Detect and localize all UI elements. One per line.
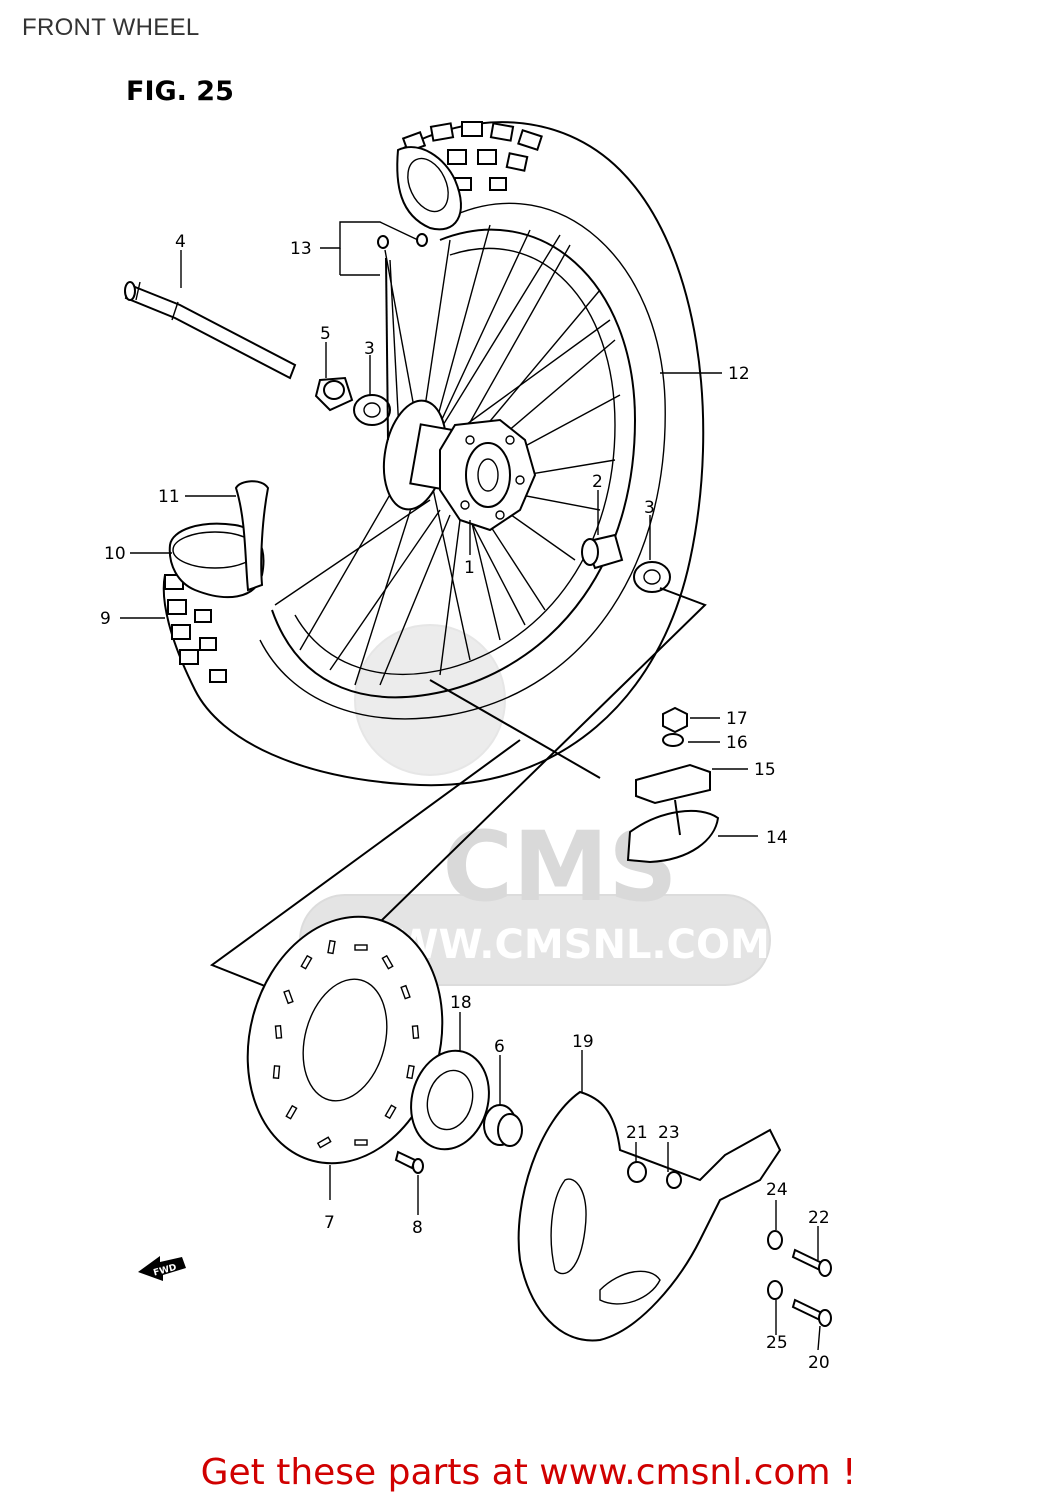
callout-4: 4 xyxy=(175,232,186,252)
callout-7: 7 xyxy=(324,1213,335,1233)
bearing-right xyxy=(633,561,671,593)
callout-10: 10 xyxy=(104,544,126,564)
washer-16 xyxy=(662,733,684,747)
callout-6: 6 xyxy=(494,1037,505,1057)
collar-23 xyxy=(666,1171,682,1189)
bearing-left-2 xyxy=(353,394,391,426)
rim-strip xyxy=(234,480,270,592)
callout-5: 5 xyxy=(320,324,331,344)
tire-section-top xyxy=(396,146,462,231)
callout-19: 19 xyxy=(572,1032,594,1052)
figure-label: FIG. 25 xyxy=(126,76,234,107)
fwd-arrow-icon: FWD xyxy=(138,1256,186,1281)
valve-stem xyxy=(429,679,601,779)
hub-collar xyxy=(483,1104,523,1147)
callout-20: 20 xyxy=(808,1353,830,1373)
tire-outline xyxy=(162,121,705,787)
tire-inner-line xyxy=(259,202,666,720)
leader-lines xyxy=(120,221,821,1351)
callout-15: 15 xyxy=(754,760,776,780)
callout-24: 24 xyxy=(766,1180,788,1200)
callout-18: 18 xyxy=(450,993,472,1013)
callouts: 1 2 3 3 4 5 6 7 8 9 10 11 12 13 14 15 16… xyxy=(100,232,830,1373)
disc-adapter xyxy=(410,1049,490,1151)
callout-3b: 3 xyxy=(644,498,655,518)
callout-9: 9 xyxy=(100,609,111,629)
callout-23: 23 xyxy=(658,1123,680,1143)
callout-17: 17 xyxy=(726,709,748,729)
callout-1: 1 xyxy=(464,558,475,578)
wheel-assembly xyxy=(162,121,705,787)
nut-17 xyxy=(662,706,688,734)
callout-3a: 3 xyxy=(364,339,375,359)
callout-25: 25 xyxy=(766,1333,788,1353)
disc-bolt xyxy=(394,1150,424,1174)
bolt-20 xyxy=(791,1298,832,1327)
washer-25 xyxy=(767,1280,783,1300)
rim-lock-block xyxy=(635,763,711,805)
washer-24 xyxy=(767,1230,783,1250)
hub xyxy=(382,399,537,532)
callout-22: 22 xyxy=(808,1208,830,1228)
disc-guard xyxy=(517,1090,782,1342)
callout-21: 21 xyxy=(626,1123,648,1143)
rim-lock xyxy=(626,799,720,864)
bolt-22 xyxy=(791,1248,832,1277)
bearing-left xyxy=(314,376,354,412)
watermark-gear-icon xyxy=(354,624,506,776)
spoke-nipple xyxy=(377,235,389,249)
spacer-right xyxy=(581,533,624,570)
callout-12: 12 xyxy=(728,364,750,384)
callout-2: 2 xyxy=(592,472,603,492)
callout-11: 11 xyxy=(158,487,180,507)
spoke-part xyxy=(385,257,389,441)
callout-8: 8 xyxy=(412,1218,423,1238)
callout-13: 13 xyxy=(290,239,312,259)
page-title: FRONT WHEEL xyxy=(22,14,200,41)
axle xyxy=(124,281,297,380)
callout-14: 14 xyxy=(766,828,788,848)
footer-cta-link[interactable]: Get these parts at www.cmsnl.com ! xyxy=(200,1452,857,1493)
collar-21 xyxy=(627,1161,647,1183)
callout-16: 16 xyxy=(726,733,748,753)
